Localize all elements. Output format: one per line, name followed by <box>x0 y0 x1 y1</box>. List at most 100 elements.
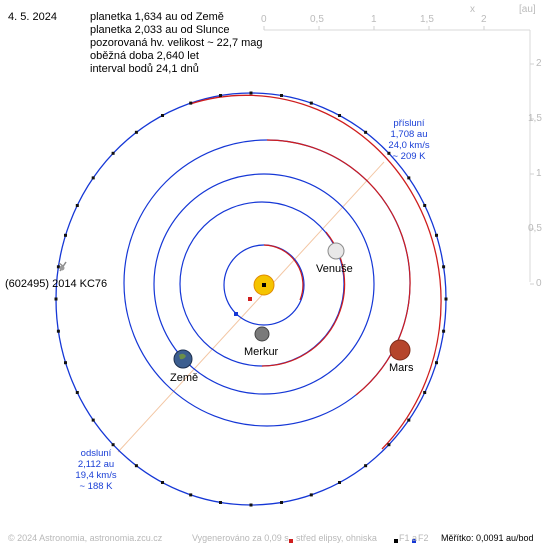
info-magnitude: pozorovaná hv. velikost ~ 22,7 mag <box>90 37 263 49</box>
x-tick-1-5: 1,5 <box>420 14 434 25</box>
orbit-point <box>54 297 58 301</box>
earth-icon <box>173 349 193 369</box>
orbit-point <box>338 481 341 484</box>
y-axis-ticks <box>530 63 534 285</box>
aphelion-title: odsluní <box>80 448 112 459</box>
legend-center-marker <box>289 539 293 543</box>
asteroid-icon <box>58 261 67 272</box>
orbit-point <box>91 176 95 180</box>
orbit-point <box>161 481 164 484</box>
y-tick-1: 1 <box>536 168 542 179</box>
x-axis-ticks <box>263 26 485 30</box>
orbit-point <box>249 91 253 95</box>
x-axis-label: x <box>470 4 475 15</box>
y-tick-0: 0 <box>536 278 542 289</box>
focus-f2-marker <box>234 312 238 316</box>
orbit-point <box>387 151 391 155</box>
orbit-point <box>219 94 222 97</box>
aphelion-distance: 2,112 au <box>77 459 115 470</box>
orbit-point <box>364 130 368 134</box>
orbit-point <box>280 501 283 504</box>
legend-f2-marker <box>412 539 416 543</box>
orbit-point <box>56 265 60 269</box>
y-tick-2: 2 <box>536 58 542 69</box>
perihelion-velocity: 24,0 km/s <box>388 140 430 151</box>
orbit-point <box>91 418 95 422</box>
orbit-point <box>134 130 138 134</box>
orbit-point <box>75 391 79 394</box>
apsis-line <box>117 161 385 453</box>
orbit-point <box>423 391 427 394</box>
info-distance-earth: planetka 1,634 au od Země <box>90 11 224 23</box>
orbit-point <box>280 94 283 97</box>
orbit-point <box>407 176 411 180</box>
footer-legend-center: střed elipsy, ohniska <box>296 533 377 543</box>
sun-focus-f1 <box>262 283 266 287</box>
perihelion-temperature: ~ 209 K <box>392 151 426 162</box>
orbit-point <box>75 204 79 207</box>
orbit-point <box>423 204 427 207</box>
orbit-point <box>56 329 60 333</box>
mercury-label: Merkur <box>244 346 279 358</box>
orbit-point <box>435 233 438 237</box>
mars-orbit-upper <box>266 139 411 396</box>
date-label: 4. 5. 2024 <box>8 11 57 23</box>
asteroid-orbit-upper <box>189 94 442 450</box>
footer-copyright: © 2024 Astronomia, astronomia.zcu.cz <box>8 533 163 543</box>
orbit-point <box>111 151 115 155</box>
perihelion-distance: 1,708 au <box>390 129 428 140</box>
perihelion-note: přísluní 1,708 au 24,0 km/s ~ 209 K <box>382 118 436 162</box>
orbit-point <box>111 443 115 447</box>
unit-label: [au] <box>519 4 536 15</box>
y-tick-1-5: 1,5 <box>528 113 542 124</box>
legend-f1-marker <box>394 539 398 543</box>
footer-scale: Měřítko: 0,0091 au/bod <box>441 533 534 543</box>
footer-legend-f2: F2 <box>418 533 429 543</box>
orbit-point <box>189 493 193 497</box>
orbit-point <box>64 361 67 365</box>
mars-icon <box>389 339 411 361</box>
info-point-interval: interval bodů 24,1 dnů <box>90 63 199 75</box>
info-distance-sun: planetka 2,033 au od Slunce <box>90 24 230 36</box>
orbit-point <box>387 443 391 447</box>
asteroid-label: (602495) 2014 KC76 <box>5 278 108 290</box>
mercury-orbit-upper <box>263 244 304 301</box>
orbit-point <box>442 329 446 333</box>
venus-icon <box>327 242 345 260</box>
x-tick-2: 2 <box>481 14 487 25</box>
mars-label: Mars <box>389 362 414 374</box>
orbit-point <box>219 501 222 504</box>
mercury-icon <box>254 326 270 342</box>
orbit-point <box>134 464 138 468</box>
asteroid-orbit-points <box>54 91 448 507</box>
orbit-point <box>364 464 368 468</box>
y-tick-0-5: 0,5 <box>528 223 542 234</box>
x-tick-0: 0 <box>261 14 267 25</box>
info-period: oběžná doba 2,640 let <box>90 50 199 62</box>
perihelion-title: přísluní <box>393 118 425 129</box>
orbit-point <box>407 418 411 422</box>
venus-label: Venuše <box>316 263 353 275</box>
earth-orbit <box>153 173 375 395</box>
footer-legend-f1: F1 a <box>399 533 418 543</box>
orbit-point <box>249 503 253 507</box>
orbit-point <box>338 114 341 117</box>
x-tick-1: 1 <box>371 14 377 25</box>
earth-label: Země <box>170 372 199 384</box>
orbit-point <box>435 361 438 365</box>
orbit-point <box>309 101 313 105</box>
orbit-point <box>161 114 164 117</box>
orbit-point <box>442 265 446 269</box>
orbit-point <box>189 101 193 105</box>
earth-land-icon <box>179 353 186 360</box>
aphelion-note: odsluní 2,112 au 19,4 km/s ~ 188 K <box>66 448 126 492</box>
orbit-point <box>444 297 448 301</box>
aphelion-temperature: ~ 188 K <box>79 481 113 492</box>
orbit-point <box>309 493 313 497</box>
orbit-point <box>64 233 67 237</box>
footer-generated: Vygenerováno za 0,09 s <box>192 533 289 543</box>
aphelion-velocity: 19,4 km/s <box>75 470 117 481</box>
ellipse-center-marker <box>248 297 252 301</box>
